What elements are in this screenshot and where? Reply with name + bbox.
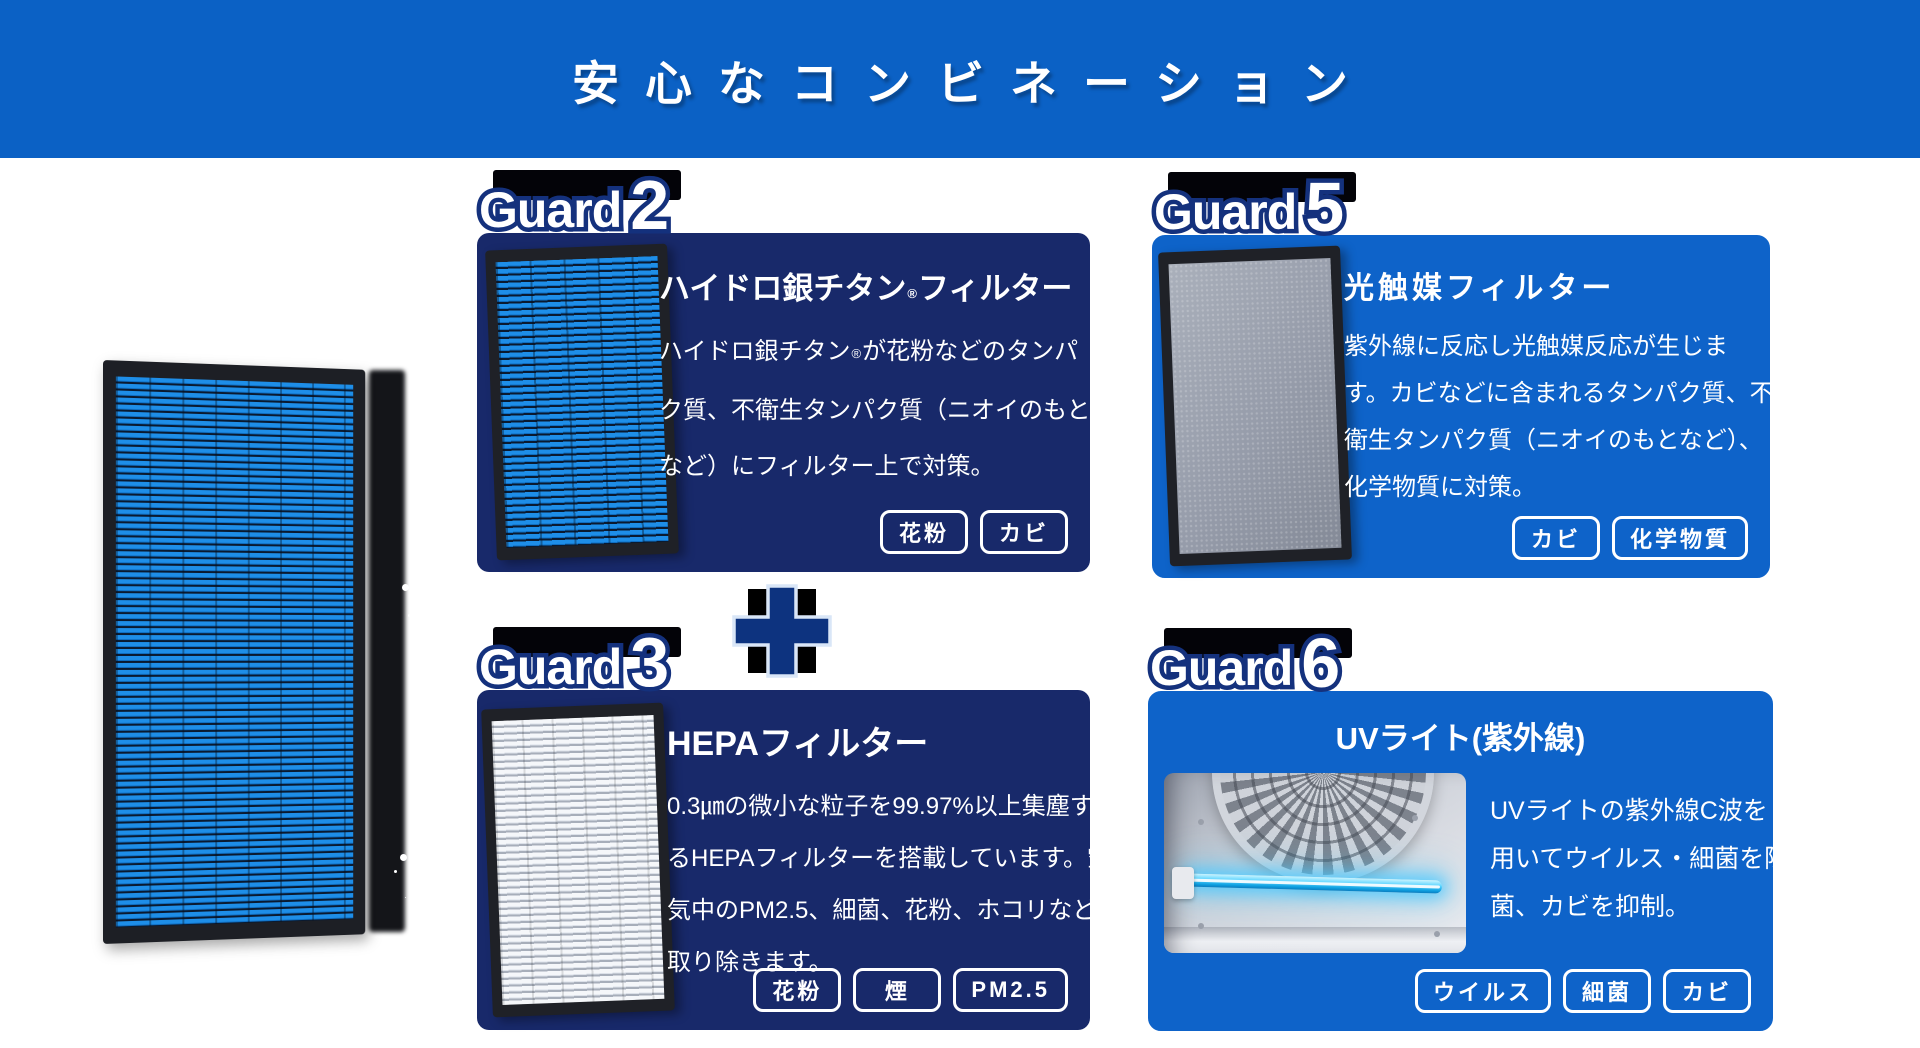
filter-mesh [115, 376, 354, 928]
body-line: ハイドロ銀チタン®が花粉などのタンパ [659, 324, 1079, 383]
title-text: ハイドロ銀チタン [659, 271, 907, 306]
guard5-title: 光触媒フィルター [1344, 272, 1616, 305]
guard5-description: 紫外線に反応し光触媒反応が生じま す。カビなどに含まれるタンパク質、不 衛生タン… [1344, 323, 1774, 511]
guard5-card: Guard 5 光触媒フィルター 紫外線に反応し光触媒反応が生じま す。カビなど… [1149, 172, 1774, 581]
guard2-tags: 花粉 カビ [880, 510, 1068, 554]
body-line: るHEPAフィルターを搭載しています。空 [667, 845, 1111, 872]
hydro-silver-titanium-filter-image [485, 243, 679, 561]
badge-word: Guard [479, 642, 622, 692]
body-line: 菌、カビを抑制。 [1490, 893, 1691, 921]
registered-mark: ® [851, 346, 862, 361]
guard3-text: HEPAフィルター 0.3㎛の微小な粒子を99.97%以上集塵す るHEPAフィ… [667, 716, 1121, 989]
guard2-card: Guard 2 ハイドロ銀チタン®フィルター ハイドロ銀チタン®が花粉などのタン… [477, 170, 1091, 572]
photo-shading [1164, 773, 1466, 953]
photocatalytic-filter-image [1158, 245, 1352, 567]
badge-word: Guard [1154, 187, 1297, 237]
body-line: 取り除きます。 [667, 949, 833, 976]
feature-tag: カビ [1663, 969, 1751, 1013]
feature-tag: 花粉 [880, 510, 968, 554]
body-line: 0.3㎛の微小な粒子を99.97%以上集塵す [667, 793, 1094, 820]
feature-tag: 化学物質 [1611, 516, 1748, 560]
body-text: ハイドロ銀チタン [659, 338, 851, 365]
guard3-tags: 花粉 煙 PM2.5 [753, 968, 1068, 1012]
badge-number: 6 [1301, 628, 1340, 698]
guard3-title: HEPAフィルター [667, 725, 929, 763]
guard3-description: 0.3㎛の微小な粒子を99.97%以上集塵す るHEPAフィルターを搭載していま… [667, 781, 1121, 989]
filter-mesh [495, 255, 669, 549]
guard3-card: Guard 3 HEPAフィルター 0.3㎛の微小な粒子を99.97%以上集塵す… [477, 627, 1121, 1030]
body-line: ク質、不衛生タンパク質（ニオイのもと [659, 397, 1091, 424]
plus-icon [732, 584, 832, 678]
body-line: 紫外線に反応し光触媒反応が生じま [1344, 333, 1728, 360]
guard6-badge: Guard 6 [1150, 625, 1353, 698]
screw-dots [1198, 819, 1204, 825]
filter-side-depth [369, 370, 405, 932]
body-line: 衛生タンパク質（ニオイのもとなど）、 [1344, 427, 1763, 454]
badge-number: 5 [1305, 172, 1344, 242]
filter-mesh [1168, 257, 1342, 555]
uv-lamp-photo [1164, 773, 1466, 953]
body-line: UVライトの紫外線C波を [1490, 797, 1768, 825]
filter-mesh [491, 714, 665, 1006]
feature-tag: カビ [980, 510, 1068, 554]
device-ledge [1164, 927, 1466, 953]
badge-number: 2 [630, 170, 669, 240]
guard2-description: ハイドロ銀チタン®が花粉などのタンパ ク質、不衛生タンパク質（ニオイのもと など… [659, 324, 1091, 495]
body-line: など）にフィルター上で対策。 [659, 453, 995, 480]
sparkle-dots [402, 584, 409, 591]
header-banner: 安心なコンビネーション [0, 0, 1920, 158]
badge-word: Guard [479, 185, 622, 235]
feature-tag: PM2.5 [953, 968, 1068, 1012]
badge-number: 3 [630, 627, 669, 697]
body-line: 用いてウイルス・細菌を除 [1490, 845, 1790, 873]
guard6-tags: ウイルス 細菌 カビ [1414, 969, 1751, 1013]
guard6-description: UVライトの紫外線C波を 用いてウイルス・細菌を除 菌、カビを抑制。 [1490, 787, 1790, 931]
guard6-title: UVライト(紫外線) [1335, 721, 1586, 756]
body-line: 化学物質に対策。 [1344, 474, 1536, 501]
filter-frame [103, 360, 366, 944]
badge-word: Guard [1150, 643, 1293, 693]
sparkle-dots [400, 854, 407, 861]
registered-mark: ® [907, 286, 917, 301]
feature-tag: 煙 [853, 968, 942, 1012]
body-line: 気中のPM2.5、細菌、花粉、ホコリなどを [667, 897, 1121, 924]
filter-product-image [103, 360, 409, 944]
guard2-text: ハイドロ銀チタン®フィルター ハイドロ銀チタン®が花粉などのタンパ ク質、不衛生… [659, 263, 1091, 495]
guard5-tags: カビ 化学物質 [1511, 516, 1748, 560]
uv-tube-holder [1172, 867, 1194, 899]
body-line: す。カビなどに含まれるタンパク質、不 [1344, 380, 1774, 407]
page-title: 安心なコンビネーション [571, 56, 1375, 110]
hepa-filter-image [481, 702, 675, 1018]
feature-tag: ウイルス [1414, 969, 1551, 1013]
guard2-badge: Guard 2 [479, 167, 682, 240]
guard2-title: ハイドロ銀チタン®フィルター [659, 263, 1077, 308]
guard6-card: Guard 6 UVライト(紫外線) UVライトの紫外線C波を 用いてウイルス・… [1145, 628, 1790, 1034]
guard5-badge: Guard 5 [1154, 169, 1357, 242]
feature-tag: カビ [1511, 516, 1600, 560]
feature-tag: 花粉 [753, 968, 842, 1012]
feature-tag: 細菌 [1563, 969, 1651, 1013]
body-text: が花粉などのタンパ [862, 338, 1079, 365]
title-text: フィルター [917, 271, 1073, 306]
guard5-text: 光触媒フィルター 紫外線に反応し光触媒反応が生じま す。カビなどに含まれるタンパ… [1344, 263, 1774, 511]
guard3-badge: Guard 3 [479, 624, 682, 697]
